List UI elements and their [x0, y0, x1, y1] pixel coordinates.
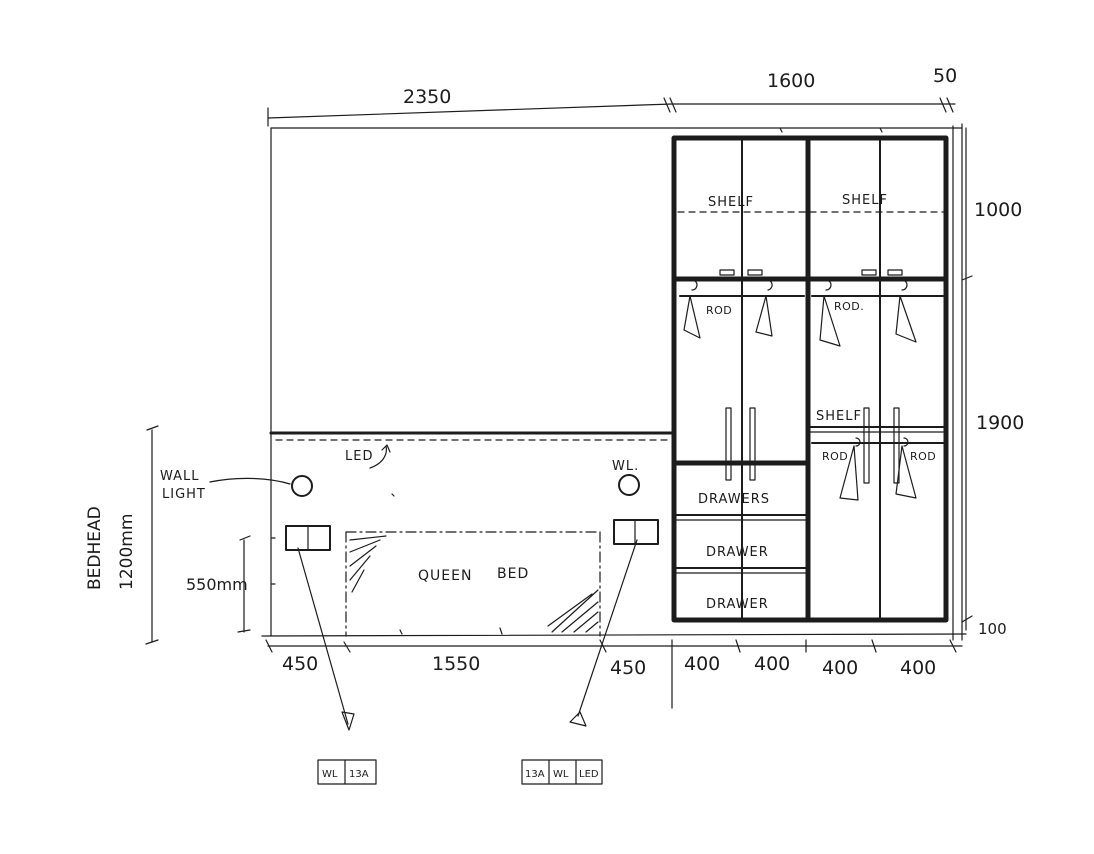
shelf-left-label: SHELF	[708, 195, 754, 210]
queen-bed-label-1: QUEEN	[418, 568, 472, 584]
bed-hatching	[349, 535, 599, 633]
wall-outline	[261, 123, 967, 641]
top-dimension-lines	[267, 97, 956, 127]
switch-box-right-icon	[613, 519, 659, 545]
right-dimension-lines	[961, 127, 973, 631]
dim-400-c: 400	[822, 657, 858, 679]
wall-light-left-icon	[291, 475, 313, 497]
rod-label-3: ROD	[822, 450, 848, 463]
wl-label: WL.	[612, 459, 639, 474]
queen-bed-label-2: BED	[497, 566, 529, 582]
switch-panel-left: WL 13A	[317, 759, 377, 785]
bottom-dimension-lines	[265, 639, 963, 709]
rod-label-4: ROD	[910, 450, 936, 463]
dim-1600: 1600	[767, 70, 815, 92]
dim-400-d: 400	[900, 657, 936, 679]
dim-2350: 2350	[403, 86, 451, 108]
drawers-label: DRAWERS	[698, 492, 770, 507]
clothes-hangers	[683, 279, 917, 501]
dim-1900: 1900	[976, 412, 1024, 434]
dim-450-left: 450	[282, 653, 318, 675]
drawer-label-2: DRAWER	[706, 545, 769, 560]
dim-1550: 1550	[432, 653, 480, 675]
bedhead-label: BEDHEAD	[85, 506, 105, 590]
dim-550mm: 550mm	[186, 575, 248, 594]
switch-left-13a: 13A	[349, 769, 369, 780]
wall-light-label-1: WALL	[160, 469, 200, 484]
drawer-label-3: DRAWER	[706, 597, 769, 612]
rod-label-1: ROD	[706, 304, 732, 317]
dim-1000: 1000	[974, 199, 1022, 221]
switch-panel-right: 13A WL LED	[521, 759, 603, 785]
rod-label-2: ROD.	[834, 300, 864, 313]
switch-right-13a: 13A	[525, 769, 545, 780]
bedhead-height-label: 1200mm	[117, 514, 137, 590]
wardrobe-frame	[671, 127, 949, 623]
led-label: LED	[345, 449, 373, 464]
dim-400-b: 400	[754, 653, 790, 675]
bedhead-panel	[269, 431, 674, 441]
bedhead-features	[209, 444, 659, 731]
left-dimension-lines	[145, 425, 251, 645]
dim-450-right: 450	[610, 657, 646, 679]
switch-left-wl: WL	[322, 769, 338, 780]
shelf-mid-label: SHELF	[816, 409, 862, 424]
shelf-right-label: SHELF	[842, 193, 888, 208]
wall-light-label-2: LIGHT	[162, 487, 206, 502]
dim-50: 50	[933, 65, 957, 87]
wall-light-right-icon	[618, 474, 640, 496]
dim-400-a: 400	[684, 653, 720, 675]
dim-100: 100	[978, 620, 1007, 638]
switch-right-led: LED	[579, 769, 599, 780]
switch-right-wl: WL	[553, 769, 569, 780]
